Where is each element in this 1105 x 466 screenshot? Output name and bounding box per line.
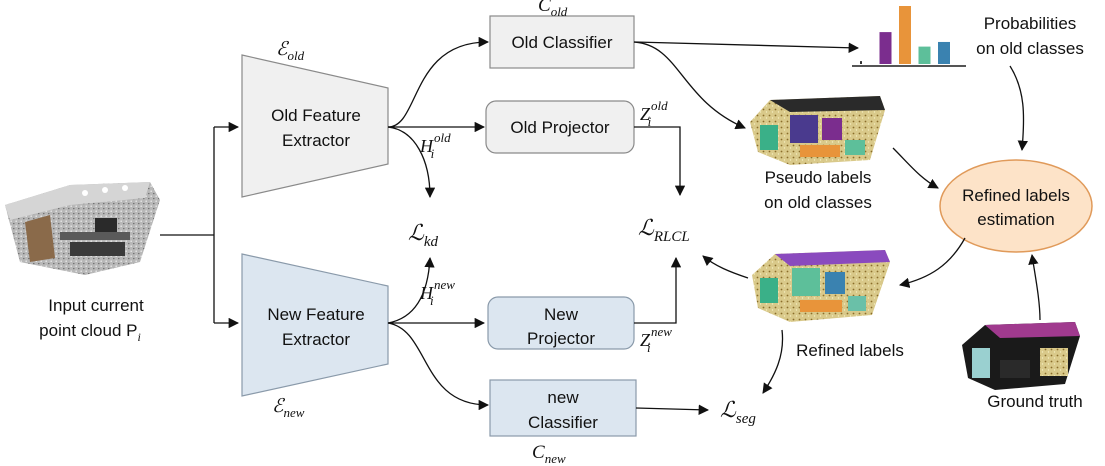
refined-labels-estimation: Refined labels estimation <box>939 159 1093 253</box>
arrow-old-projector-to-l-rlcl <box>634 126 686 197</box>
new-projector-line2: Projector <box>527 329 595 348</box>
estimation-line2: estimation <box>977 210 1054 229</box>
probability-bar-chart <box>852 6 966 67</box>
refined-labels-label: Refined labels <box>796 341 904 360</box>
old-classifier: Old Classifier <box>489 15 635 69</box>
old-classifier-label: Old Classifier <box>511 33 612 52</box>
ground-truth-point-cloud-image <box>962 322 1080 390</box>
input-point-cloud-image <box>5 182 160 275</box>
old-projector-label: Old Projector <box>510 118 610 137</box>
arrow-probabilities-to-estimation <box>1009 65 1028 152</box>
probability-bar <box>918 46 931 64</box>
probability-bar <box>860 61 862 64</box>
input-label-line2: point cloud Pi <box>39 321 141 344</box>
new-projector: New Projector <box>487 296 635 350</box>
arrow-pseudo-to-estimation <box>892 147 939 189</box>
symbol-l-seg: ℒseg <box>720 397 756 427</box>
input-label-line1: Input current <box>48 296 144 315</box>
arrow-new-classifier-to-l-seg <box>635 404 710 415</box>
probabilities-line2: on old classes <box>976 39 1084 58</box>
probability-bar <box>899 6 911 64</box>
probability-bar <box>879 32 892 64</box>
arrow-to-probabilities <box>633 41 860 53</box>
probabilities-line1: Probabilities <box>984 14 1077 33</box>
estimation-line1: Refined labels <box>962 186 1070 205</box>
arrow-new-projector-to-l-rlcl <box>634 256 682 324</box>
symbol-l-rlcl: ℒRLCL <box>638 215 690 245</box>
arrow-to-l-kd-from-new <box>387 256 435 324</box>
new-classifier: new Classifier <box>489 379 637 437</box>
new-classifier-line1: new <box>547 388 579 407</box>
old-extractor-line2: Extractor <box>282 131 350 150</box>
probability-bar <box>938 41 950 64</box>
pseudo-labels-point-cloud-image <box>750 96 885 165</box>
arrow-to-new-classifier <box>387 322 490 411</box>
pseudo-labels-line2: on old classes <box>764 193 872 212</box>
new-classifier-line2: Classifier <box>528 413 598 432</box>
arrow-refined-to-l-seg <box>762 329 784 394</box>
arrow-to-l-kd-from-old <box>387 126 436 199</box>
arrow-to-pseudo-labels <box>633 41 746 130</box>
refined-labels-point-cloud-image <box>752 250 890 322</box>
new-extractor-line1: New Feature <box>267 305 364 324</box>
old-projector: Old Projector <box>485 100 635 154</box>
old-extractor-line1: Old Feature <box>271 106 361 125</box>
new-feature-extractor: New Feature Extractor <box>241 253 389 397</box>
symbol-c-new: Cnew <box>532 442 566 466</box>
pseudo-labels-line1: Pseudo labels <box>765 168 872 187</box>
arrow-to-old-classifier <box>387 36 490 128</box>
ground-truth-label: Ground truth <box>987 392 1082 411</box>
symbol-e-old: ℰold <box>276 39 305 63</box>
old-feature-extractor: Old Feature Extractor <box>241 54 389 198</box>
arrow-estimation-to-refined <box>898 237 966 288</box>
symbol-c-old: Cold <box>538 0 568 19</box>
symbol-l-kd: ℒkd <box>408 220 439 250</box>
symbol-e-new: ℰnew <box>272 396 305 420</box>
arrow-ground-truth-to-estimation <box>1028 253 1041 321</box>
new-extractor-line2: Extractor <box>282 330 350 349</box>
arrow-refined-to-l-rlcl <box>702 255 749 279</box>
new-projector-line1: New <box>544 305 579 324</box>
